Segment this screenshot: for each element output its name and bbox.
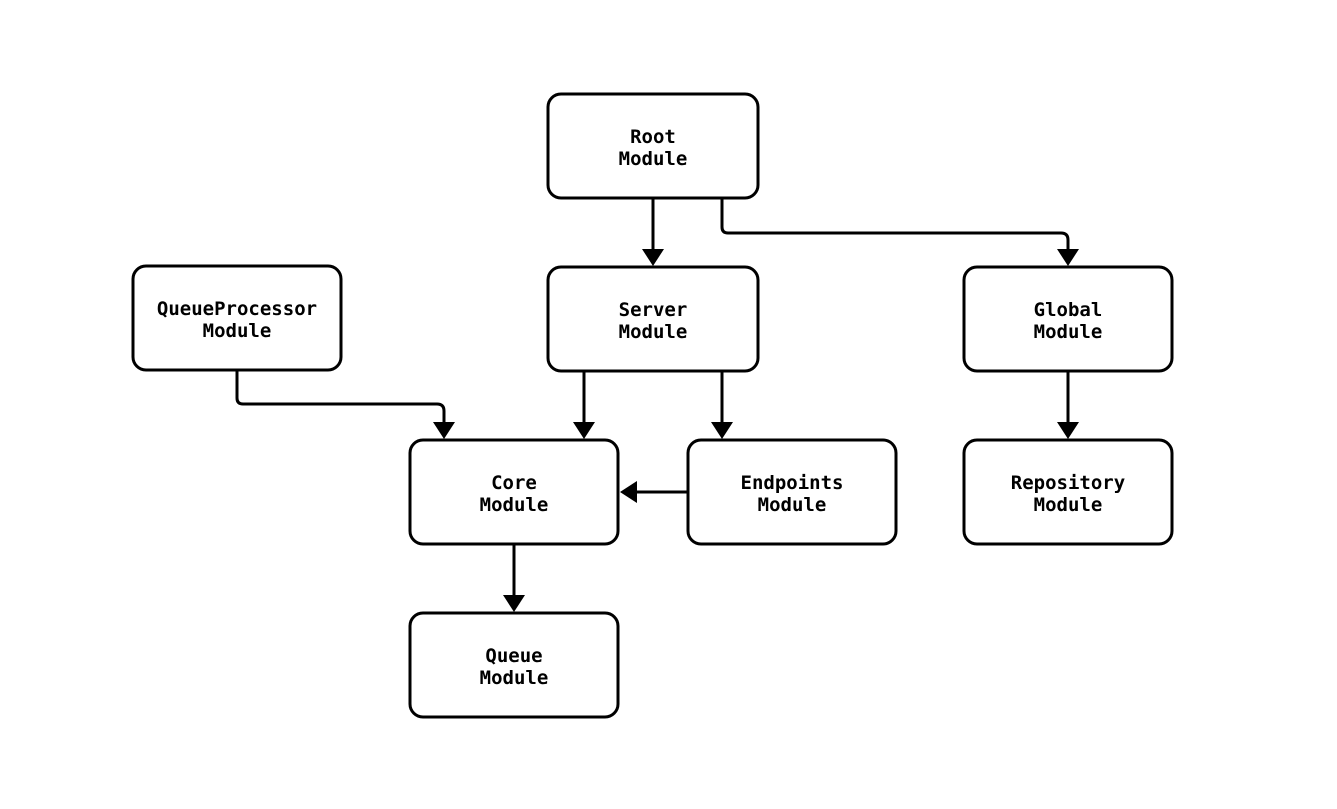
node-core-module-box xyxy=(408,438,620,546)
arrowhead-down-icon xyxy=(433,422,455,439)
arrowhead-down-icon xyxy=(1057,422,1079,439)
edge-queueprocessor-to-core xyxy=(235,370,455,439)
node-root-module-label-line2: Module xyxy=(619,148,688,170)
node-endpoints-module: Endpoints Module xyxy=(686,438,898,546)
node-server-module-box xyxy=(546,265,760,373)
node-repository-module: Repository Module xyxy=(962,438,1174,546)
arrowhead-down-icon xyxy=(503,595,525,612)
node-endpoints-module-label-line2: Module xyxy=(758,494,827,516)
node-repository-module-label-line1: Repository xyxy=(1011,472,1125,494)
node-root-module-box xyxy=(546,92,760,200)
node-queue-module-label-line2: Module xyxy=(480,667,549,689)
node-global-module-label-line1: Global xyxy=(1034,299,1103,321)
edge-global-to-repository xyxy=(1057,371,1079,439)
edge-core-to-queue xyxy=(503,544,525,612)
arrowhead-left-icon xyxy=(620,481,637,503)
arrowhead-down-icon xyxy=(1057,249,1079,266)
node-server-module: Server Module xyxy=(546,265,760,373)
node-server-module-label-line2: Module xyxy=(619,321,688,343)
node-queueprocessor-module-label-line1: QueueProcessor xyxy=(157,298,317,320)
node-core-module-label-line1: Core xyxy=(491,472,537,494)
edge-line xyxy=(720,198,1070,250)
node-global-module: Global Module xyxy=(962,265,1174,373)
edge-server-to-core xyxy=(573,371,595,439)
edge-server-to-endpoints xyxy=(711,371,733,439)
node-queueprocessor-module: QueueProcessor Module xyxy=(131,264,343,372)
node-core-module: Core Module xyxy=(408,438,620,546)
node-global-module-box xyxy=(962,265,1174,373)
node-repository-module-box xyxy=(962,438,1174,546)
node-endpoints-module-label-line1: Endpoints xyxy=(741,472,844,494)
arrowhead-down-icon xyxy=(573,422,595,439)
node-repository-module-label-line2: Module xyxy=(1034,494,1103,516)
node-root-module: Root Module xyxy=(546,92,760,200)
node-core-module-label-line2: Module xyxy=(480,494,549,516)
node-queue-module-box xyxy=(408,611,620,719)
edge-root-to-server xyxy=(642,198,664,266)
node-queue-module-label-line1: Queue xyxy=(485,645,542,667)
arrowhead-down-icon xyxy=(711,422,733,439)
node-global-module-label-line2: Module xyxy=(1034,321,1103,343)
node-queueprocessor-module-box xyxy=(131,264,343,372)
node-endpoints-module-box xyxy=(686,438,898,546)
edge-root-to-global xyxy=(720,198,1079,266)
node-queue-module: Queue Module xyxy=(408,611,620,719)
node-queueprocessor-module-label-line2: Module xyxy=(203,320,272,342)
edge-line xyxy=(235,370,446,423)
node-server-module-label-line1: Server xyxy=(619,299,688,321)
arrowhead-down-icon xyxy=(642,249,664,266)
node-root-module-label-line1: Root xyxy=(630,126,676,148)
edge-endpoints-to-core xyxy=(620,481,688,503)
